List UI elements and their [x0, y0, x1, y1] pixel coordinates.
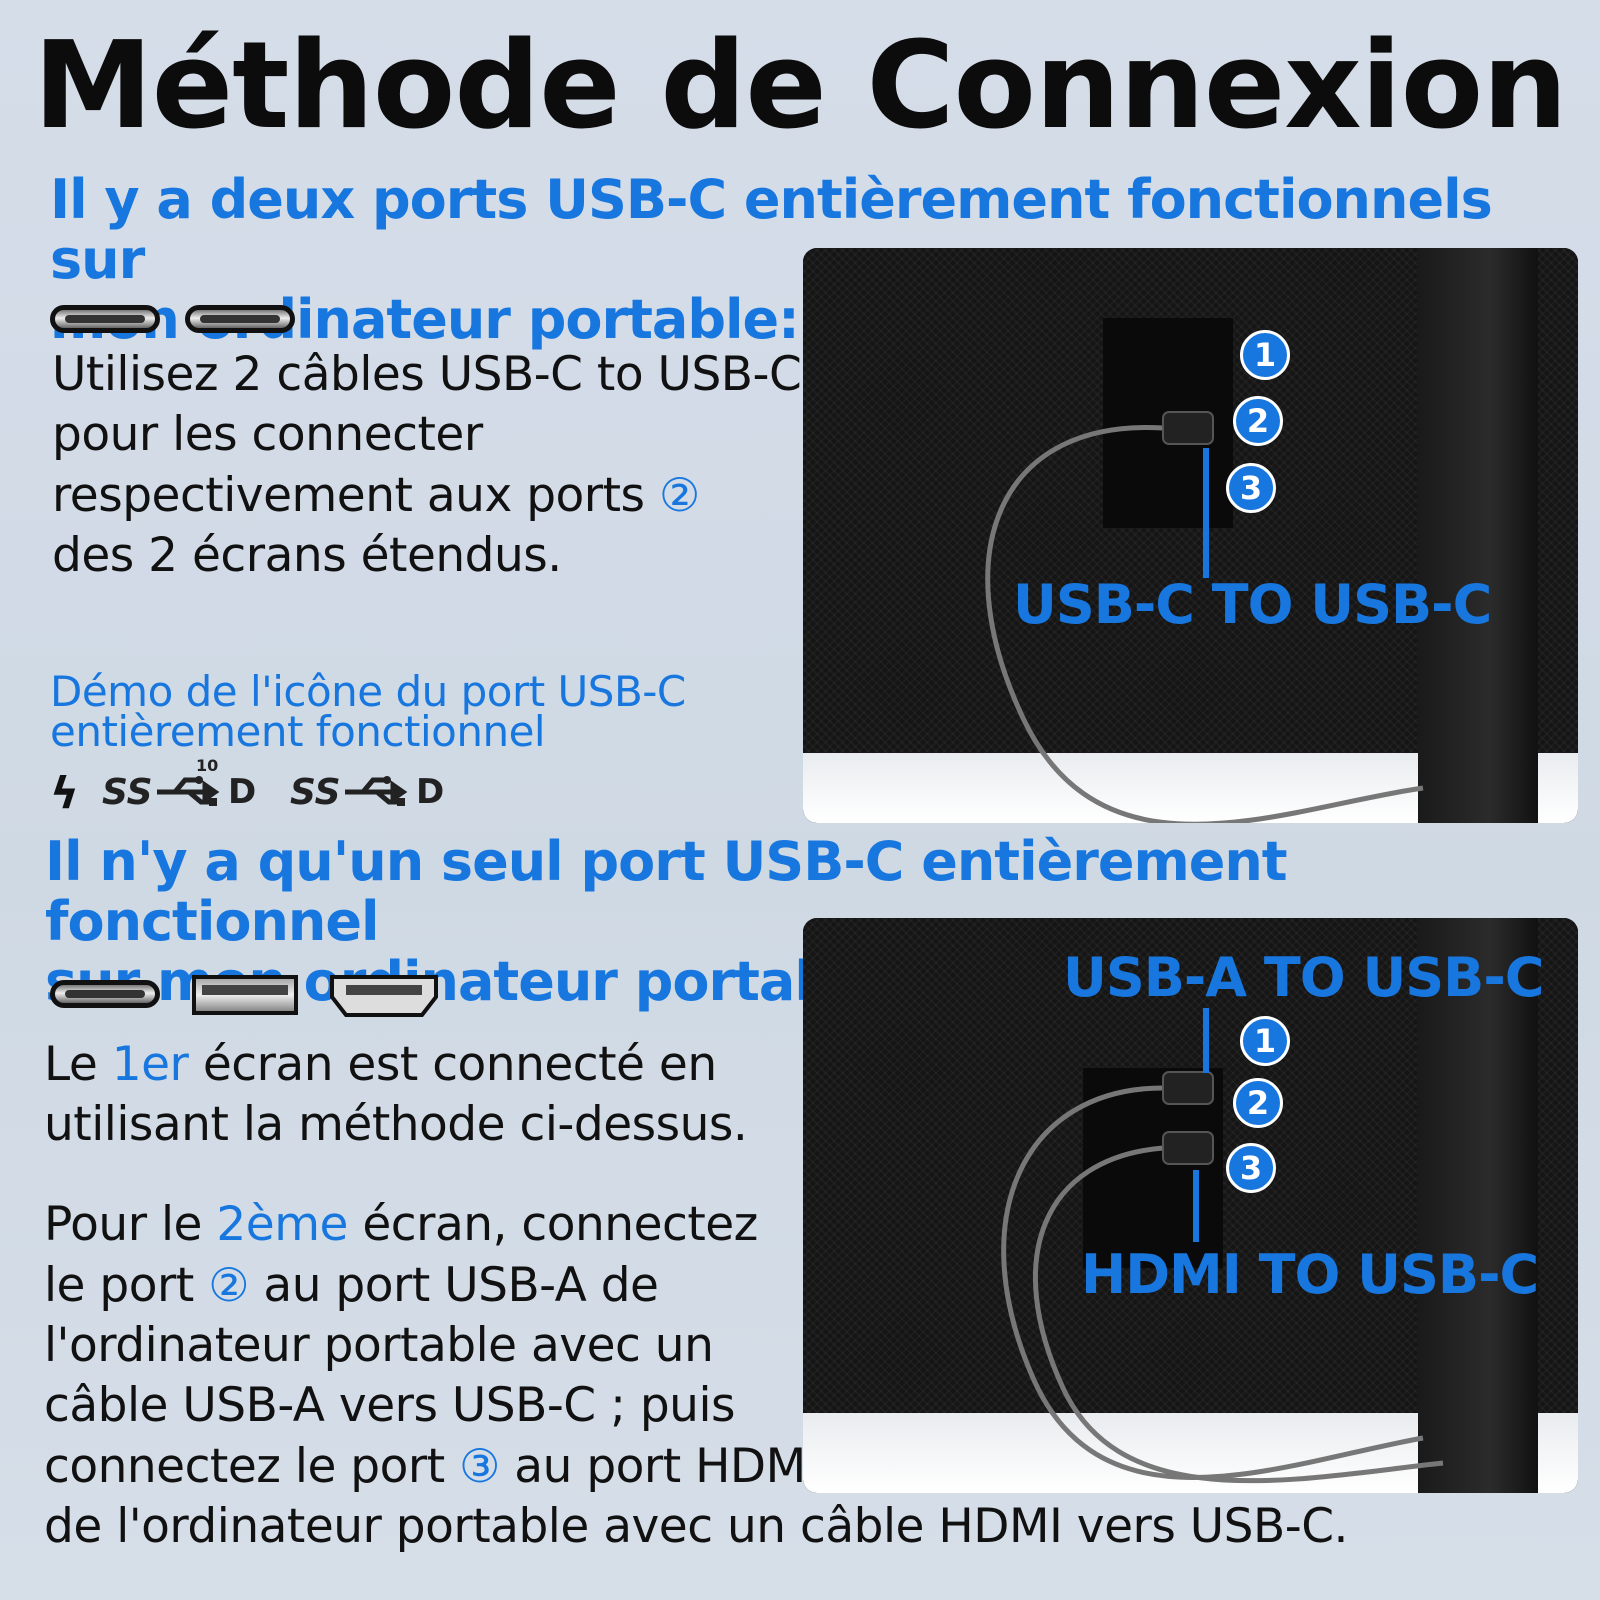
port-number-1: 1 — [1240, 330, 1290, 380]
port-number-2: 2 — [1233, 1078, 1283, 1128]
demo-caption: Démo de l'icône du port USB-C entièremen… — [50, 667, 770, 756]
p2-line2: le port ② au port USB-A de — [44, 1258, 659, 1313]
usb-a-port-icon — [192, 975, 298, 1015]
section1-heading-line2: mon ordinateur portable: — [50, 288, 800, 351]
page-title: Méthode de Connexion — [33, 17, 1567, 156]
speed-10-label: 10 — [196, 756, 219, 775]
section1-body-line2: pour les connecter — [52, 407, 483, 462]
section1-body-line1: Utilisez 2 câbles USB-C to USB-C — [52, 347, 802, 402]
callout-line — [1203, 448, 1209, 578]
port-number-2: 2 — [1233, 396, 1283, 446]
p2-line6: de l'ordinateur portable avec un câble H… — [44, 1499, 1348, 1554]
port-number-3: 3 — [1226, 1143, 1276, 1193]
usb-trident-icon — [157, 776, 220, 806]
port-2-marker: ② — [208, 1258, 249, 1312]
dual-usb-c-connection-photo: 1 2 3 USB-C TO USB-C — [803, 248, 1578, 823]
section2-paragraph1: Le 1er écran est connecté en utilisant l… — [44, 1035, 804, 1155]
section1-heading-line1: Il y a deux ports USB-C entièrement fonc… — [50, 168, 1493, 291]
port-2-marker: ② — [658, 468, 700, 522]
p1-line2: utilisant la méthode ci-dessus. — [44, 1097, 748, 1152]
displayport-icon: D — [228, 772, 257, 812]
usb-c-port-icon — [50, 305, 160, 333]
p2-line4: câble USB-A vers USB-C ; puis — [44, 1378, 736, 1433]
demo-caption-line2: entièrement fonctionnel — [50, 707, 546, 756]
usb-a-hdmi-connection-photo: USB-A TO USB-C 1 2 3 HDMI TO USB-C — [803, 918, 1578, 1493]
port-number-3: 3 — [1226, 463, 1276, 513]
section1-body-line4: des 2 écrans étendus. — [52, 528, 562, 583]
usb-c-icon-row: ϟ SS 10 D SS D — [50, 756, 470, 820]
usb-c-cable — [985, 411, 1424, 823]
section2-heading: Il n'y a qu'un seul port USB-C entièreme… — [45, 832, 1575, 1012]
section1-body: Utilisez 2 câbles USB-C to USB-C pour le… — [52, 345, 812, 586]
superspeed-icon: SS — [290, 772, 341, 813]
photo-label-hdmi-to-usb-c: HDMI TO USB-C — [1081, 1243, 1539, 1306]
laptop-screen-edge — [1418, 248, 1538, 823]
highlight-2eme: 2ème — [216, 1197, 348, 1252]
photo-label-usb-a-to-usb-c: USB-A TO USB-C — [1063, 946, 1544, 1009]
port-number-1: 1 — [1240, 1016, 1290, 1066]
usb-trident-icon — [345, 776, 408, 806]
usb-a-and-hdmi-cables — [1001, 1071, 1444, 1484]
port-3-marker: ③ — [459, 1439, 500, 1493]
section2-heading-line2: sur mon ordinateur portable: — [45, 950, 907, 1013]
callout-line-bottom — [1193, 1170, 1199, 1242]
section2-heading-line1: Il n'y a qu'un seul port USB-C entièreme… — [45, 830, 1288, 953]
section1-heading: Il y a deux ports USB-C entièrement fonc… — [50, 170, 1570, 350]
p2-line5: connectez le port ③ au port HDMI — [44, 1439, 820, 1494]
usb-c-port-icon — [185, 305, 295, 333]
section1-body-line3: respectivement aux ports ② — [52, 468, 700, 523]
demo-caption-line1: Démo de l'icône du port USB-C — [50, 667, 686, 716]
hdmi-port-icon — [330, 975, 438, 1017]
highlight-1er: 1er — [111, 1037, 189, 1092]
p2-line1: Pour le 2ème écran, connectez — [44, 1197, 758, 1252]
photo-label-usb-c-to-usb-c: USB-C TO USB-C — [1013, 573, 1492, 636]
thunderbolt-icon: ϟ — [50, 768, 80, 819]
laptop-screen-edge — [1418, 918, 1538, 1493]
displayport-icon: D — [416, 772, 445, 812]
p1-line1: Le 1er écran est connecté en — [44, 1037, 717, 1092]
p2-line3: l'ordinateur portable avec un — [44, 1318, 714, 1373]
superspeed-icon: SS — [102, 772, 153, 813]
usb-c-port-icon — [50, 980, 160, 1008]
callout-line-top — [1203, 1008, 1209, 1073]
section2-paragraph2: Pour le 2ème écran, connectez le port ② … — [44, 1195, 1564, 1557]
